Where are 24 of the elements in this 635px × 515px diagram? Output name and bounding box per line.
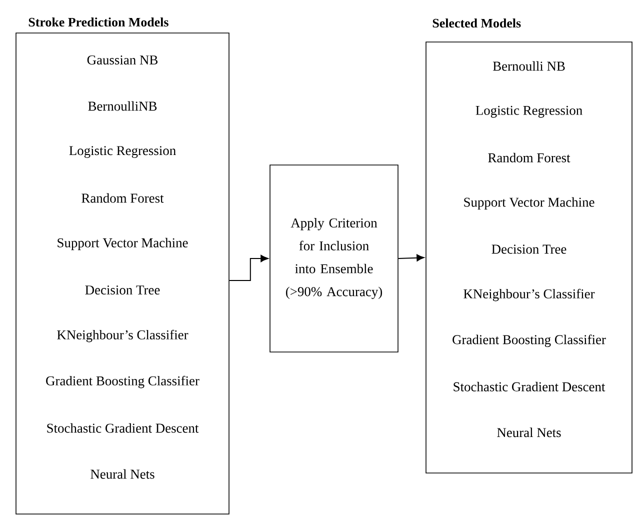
model-name: KNeighbour’s Classifier [57,330,188,342]
model-name: Random Forest [488,152,570,162]
model-name: Support Vector Machine [58,238,188,250]
model-name: Decision Tree [492,244,566,254]
model-name: Support Vector Machine [464,197,594,210]
model-name: Stochastic Gradient Descent [47,423,199,433]
model-name: Random Forest [82,193,164,203]
model-name: Logistic Regression [476,106,582,118]
arrow [228,254,268,281]
model-name: Gaussian NB [87,55,158,65]
model-name: Stochastic Gradient Descent [454,382,606,392]
model-name: Gradient Boosting Classifier [452,334,606,347]
model-name: Bernoulli NB [492,61,565,71]
model-name: Neural Nets [497,428,561,438]
process-box: Apply Criterion for Inclusion into Ensemble (>90% Accuracy) [270,164,398,352]
model-name: BernoulliNB [88,101,157,111]
model-name: Gradient Boosting Classifier [46,376,200,388]
model-name: Decision Tree [85,285,160,295]
model-name: Logistic Regression [69,146,176,158]
model-name: Neural Nets [90,469,154,479]
heading: Selected Models [432,18,521,28]
heading: Stroke Prediction Models [28,17,168,27]
model-name: KNeighbour’s Classifier [464,288,595,302]
arrow [398,254,424,262]
